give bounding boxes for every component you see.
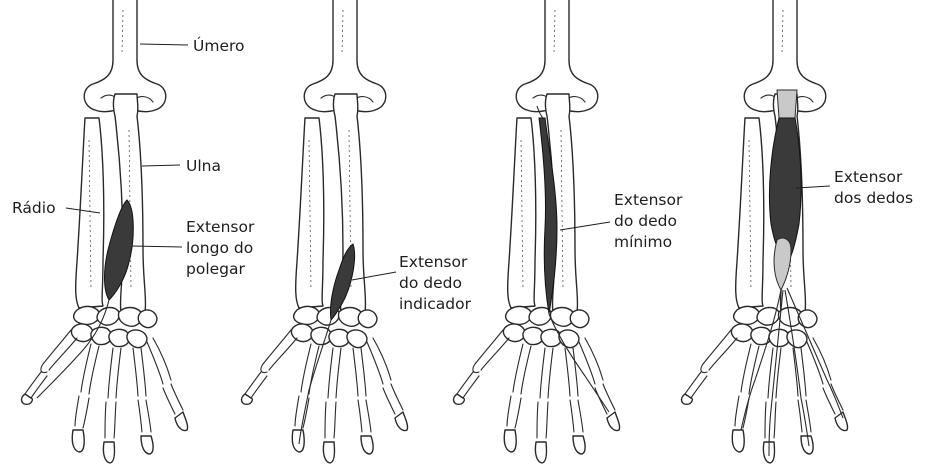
label-muscle-3-line-2: do dedo <box>614 212 677 230</box>
label-radio: Rádio <box>12 199 56 217</box>
label-muscle-1: Extensor longo do polegar <box>186 218 259 278</box>
label-muscle-3-line-3: mínimo <box>614 233 672 251</box>
label-muscle-1-line-3: polegar <box>186 260 246 278</box>
label-muscle-1-line-1: Extensor <box>186 218 255 236</box>
panel-3 <box>454 0 620 463</box>
panel-4 <box>682 0 848 463</box>
label-muscle-3-line-1: Extensor <box>614 191 683 209</box>
label-muscle-4-line-2: dos dedos <box>834 189 913 207</box>
skeleton-3 <box>454 0 620 463</box>
label-muscle-1-line-2: longo do <box>186 239 253 257</box>
tendon-origin <box>777 90 797 118</box>
label-muscle-2-line-3: indicador <box>399 295 472 313</box>
label-muscle-4-line-1: Extensor <box>834 168 903 186</box>
label-muscle-2-line-1: Extensor <box>399 253 468 271</box>
panel-2 <box>242 0 408 463</box>
label-muscle-3: Extensor do dedo mínimo <box>614 191 687 251</box>
label-muscle-2: Extensor do dedo indicador <box>399 253 472 313</box>
skeleton-4 <box>682 0 848 463</box>
leader-ulna <box>142 165 180 166</box>
label-umero: Úmero <box>193 36 245 55</box>
panel-1 <box>22 0 188 463</box>
skeleton-2 <box>242 0 408 463</box>
label-ulna: Ulna <box>186 157 221 175</box>
label-muscle-4: Extensor dos dedos <box>834 168 913 207</box>
leader-umero <box>140 44 188 45</box>
label-muscle-2-line-2: do dedo <box>399 274 462 292</box>
skeleton-1 <box>22 0 188 463</box>
